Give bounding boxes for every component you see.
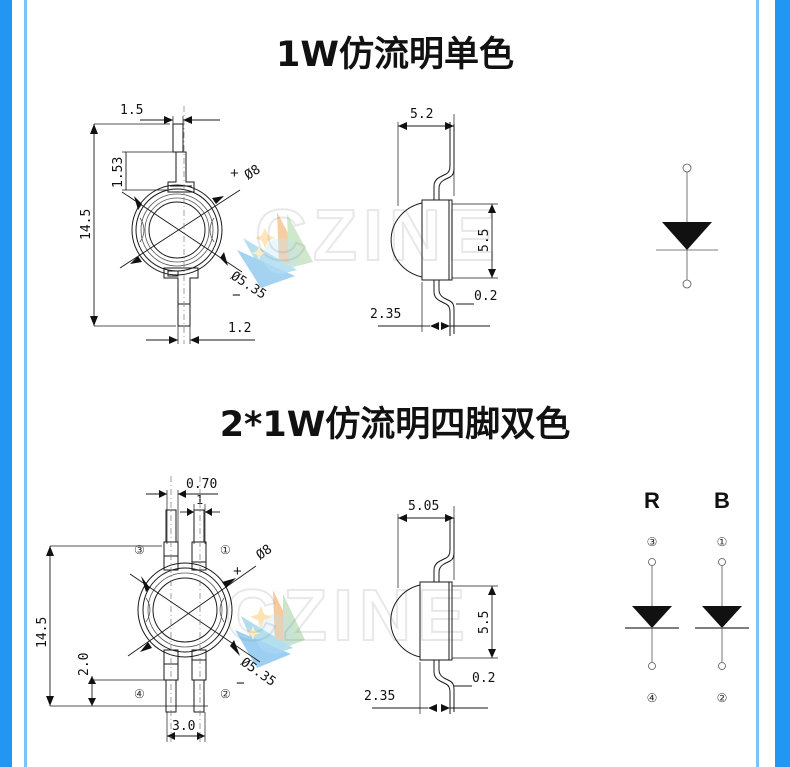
pin-3: ③ xyxy=(134,543,145,557)
dim-lead-offset: 2.35 xyxy=(364,689,395,704)
top-lead xyxy=(167,123,195,193)
dim-lead-offset: 2.35 xyxy=(370,307,401,322)
diode-red-label: R xyxy=(644,488,660,513)
diameter-leaders xyxy=(127,565,261,663)
right-accent-line xyxy=(756,0,759,767)
polarity-minus: − xyxy=(236,675,245,692)
diode-red-cathode-pin: ④ xyxy=(647,691,658,705)
polarity-plus: + xyxy=(233,563,242,580)
dim-overall-height: 14.5 xyxy=(79,209,94,240)
dim-lead-thickness: 0.2 xyxy=(474,289,497,304)
pin-4: ④ xyxy=(134,687,145,701)
dim-overall-height: 14.5 xyxy=(35,617,50,648)
dim-body-height: 5.5 xyxy=(477,611,492,634)
led-body-side xyxy=(390,199,453,281)
diode-blue-label: B xyxy=(714,488,730,513)
led-body-side xyxy=(390,581,453,661)
diode-blue-cathode-pin: ② xyxy=(717,691,728,705)
polarity-plus: + xyxy=(230,165,239,182)
bottom-lead-side xyxy=(433,280,455,336)
section-2-title: 2*1W仿流明四脚双色 xyxy=(219,405,571,445)
dim-outer-diameter: Ø8 xyxy=(242,162,263,183)
dim-overall-height-graphic xyxy=(90,123,176,327)
lead-2 xyxy=(191,649,207,713)
top-lead-side xyxy=(433,122,455,200)
diode-red: R ③ ④ xyxy=(625,488,679,705)
dim-body-height-graphic xyxy=(452,585,498,659)
bottom-lead xyxy=(163,267,199,327)
diode-blue-anode-pin: ① xyxy=(717,535,728,549)
dim-lead-length-graphic xyxy=(122,151,173,191)
section-1-side-view: 5.2 5.5 0.2 2.35 xyxy=(370,100,560,350)
led-body-outline xyxy=(131,184,223,276)
section-1-title: 1W仿流明单色 xyxy=(276,35,514,75)
dim-lead-width-graphic xyxy=(180,504,220,544)
section-2-side-view: 5.05 5.5 0.2 2.35 xyxy=(362,490,552,730)
dim-body-width: 5.2 xyxy=(410,107,433,122)
dim-lead-length: 1.53 xyxy=(111,157,126,188)
led-body-outline xyxy=(137,562,233,658)
dim-lead-width-graphic xyxy=(140,116,220,152)
top-lead-side xyxy=(433,516,455,582)
dim-body-height-graphic xyxy=(452,203,498,279)
dim-lead-gap: 0.70 xyxy=(186,477,217,492)
right-accent-bar xyxy=(775,0,790,767)
dim-body-width-graphic xyxy=(397,506,455,588)
dim-lead-offset-graphic xyxy=(378,282,490,332)
section-2-top-view: ③ ① ④ ② + − Ø8 Ø5.35 14.5 xyxy=(28,470,318,750)
dim-lead-width: 1 xyxy=(196,493,203,507)
section-1-top-view: Ø8 Ø5.35 + − 14.5 1.53 1 xyxy=(79,100,300,350)
diode-blue: B ① ② xyxy=(695,488,749,705)
diode-red-anode-pin: ③ xyxy=(647,535,658,549)
dim-lead-offset-graphic xyxy=(372,662,488,714)
pin-1: ① xyxy=(220,543,231,557)
pin-2: ② xyxy=(220,687,231,701)
dim-body-width-graphic xyxy=(397,114,455,206)
dim-body-width: 5.05 xyxy=(408,499,439,514)
dim-lead-bottom-width: 1.2 xyxy=(228,321,251,336)
diameter-leaders xyxy=(119,189,243,273)
dim-lead-step-graphic xyxy=(88,676,168,706)
dim-overall-height-graphic xyxy=(46,545,208,707)
diode-single xyxy=(656,163,718,289)
dim-lead-width: 1.5 xyxy=(120,103,143,118)
left-accent-bar xyxy=(0,0,12,767)
section-1-schematic xyxy=(640,150,750,300)
polarity-minus: − xyxy=(232,287,241,304)
dim-lead-bottom-width-graphic xyxy=(146,326,255,344)
dim-lead-step: 2.0 xyxy=(77,653,92,676)
dim-lead-span: 3.0 xyxy=(172,719,195,734)
dim-lead-gap-graphic xyxy=(146,490,218,544)
section-2-schematic: R ③ ④ B ① ② xyxy=(625,480,785,720)
dim-outer-diameter: Ø8 xyxy=(254,542,275,563)
dim-body-height: 5.5 xyxy=(477,229,492,252)
dim-lead-thickness: 0.2 xyxy=(472,671,495,686)
bottom-lead-side xyxy=(433,660,455,714)
left-accent-line xyxy=(24,0,27,767)
